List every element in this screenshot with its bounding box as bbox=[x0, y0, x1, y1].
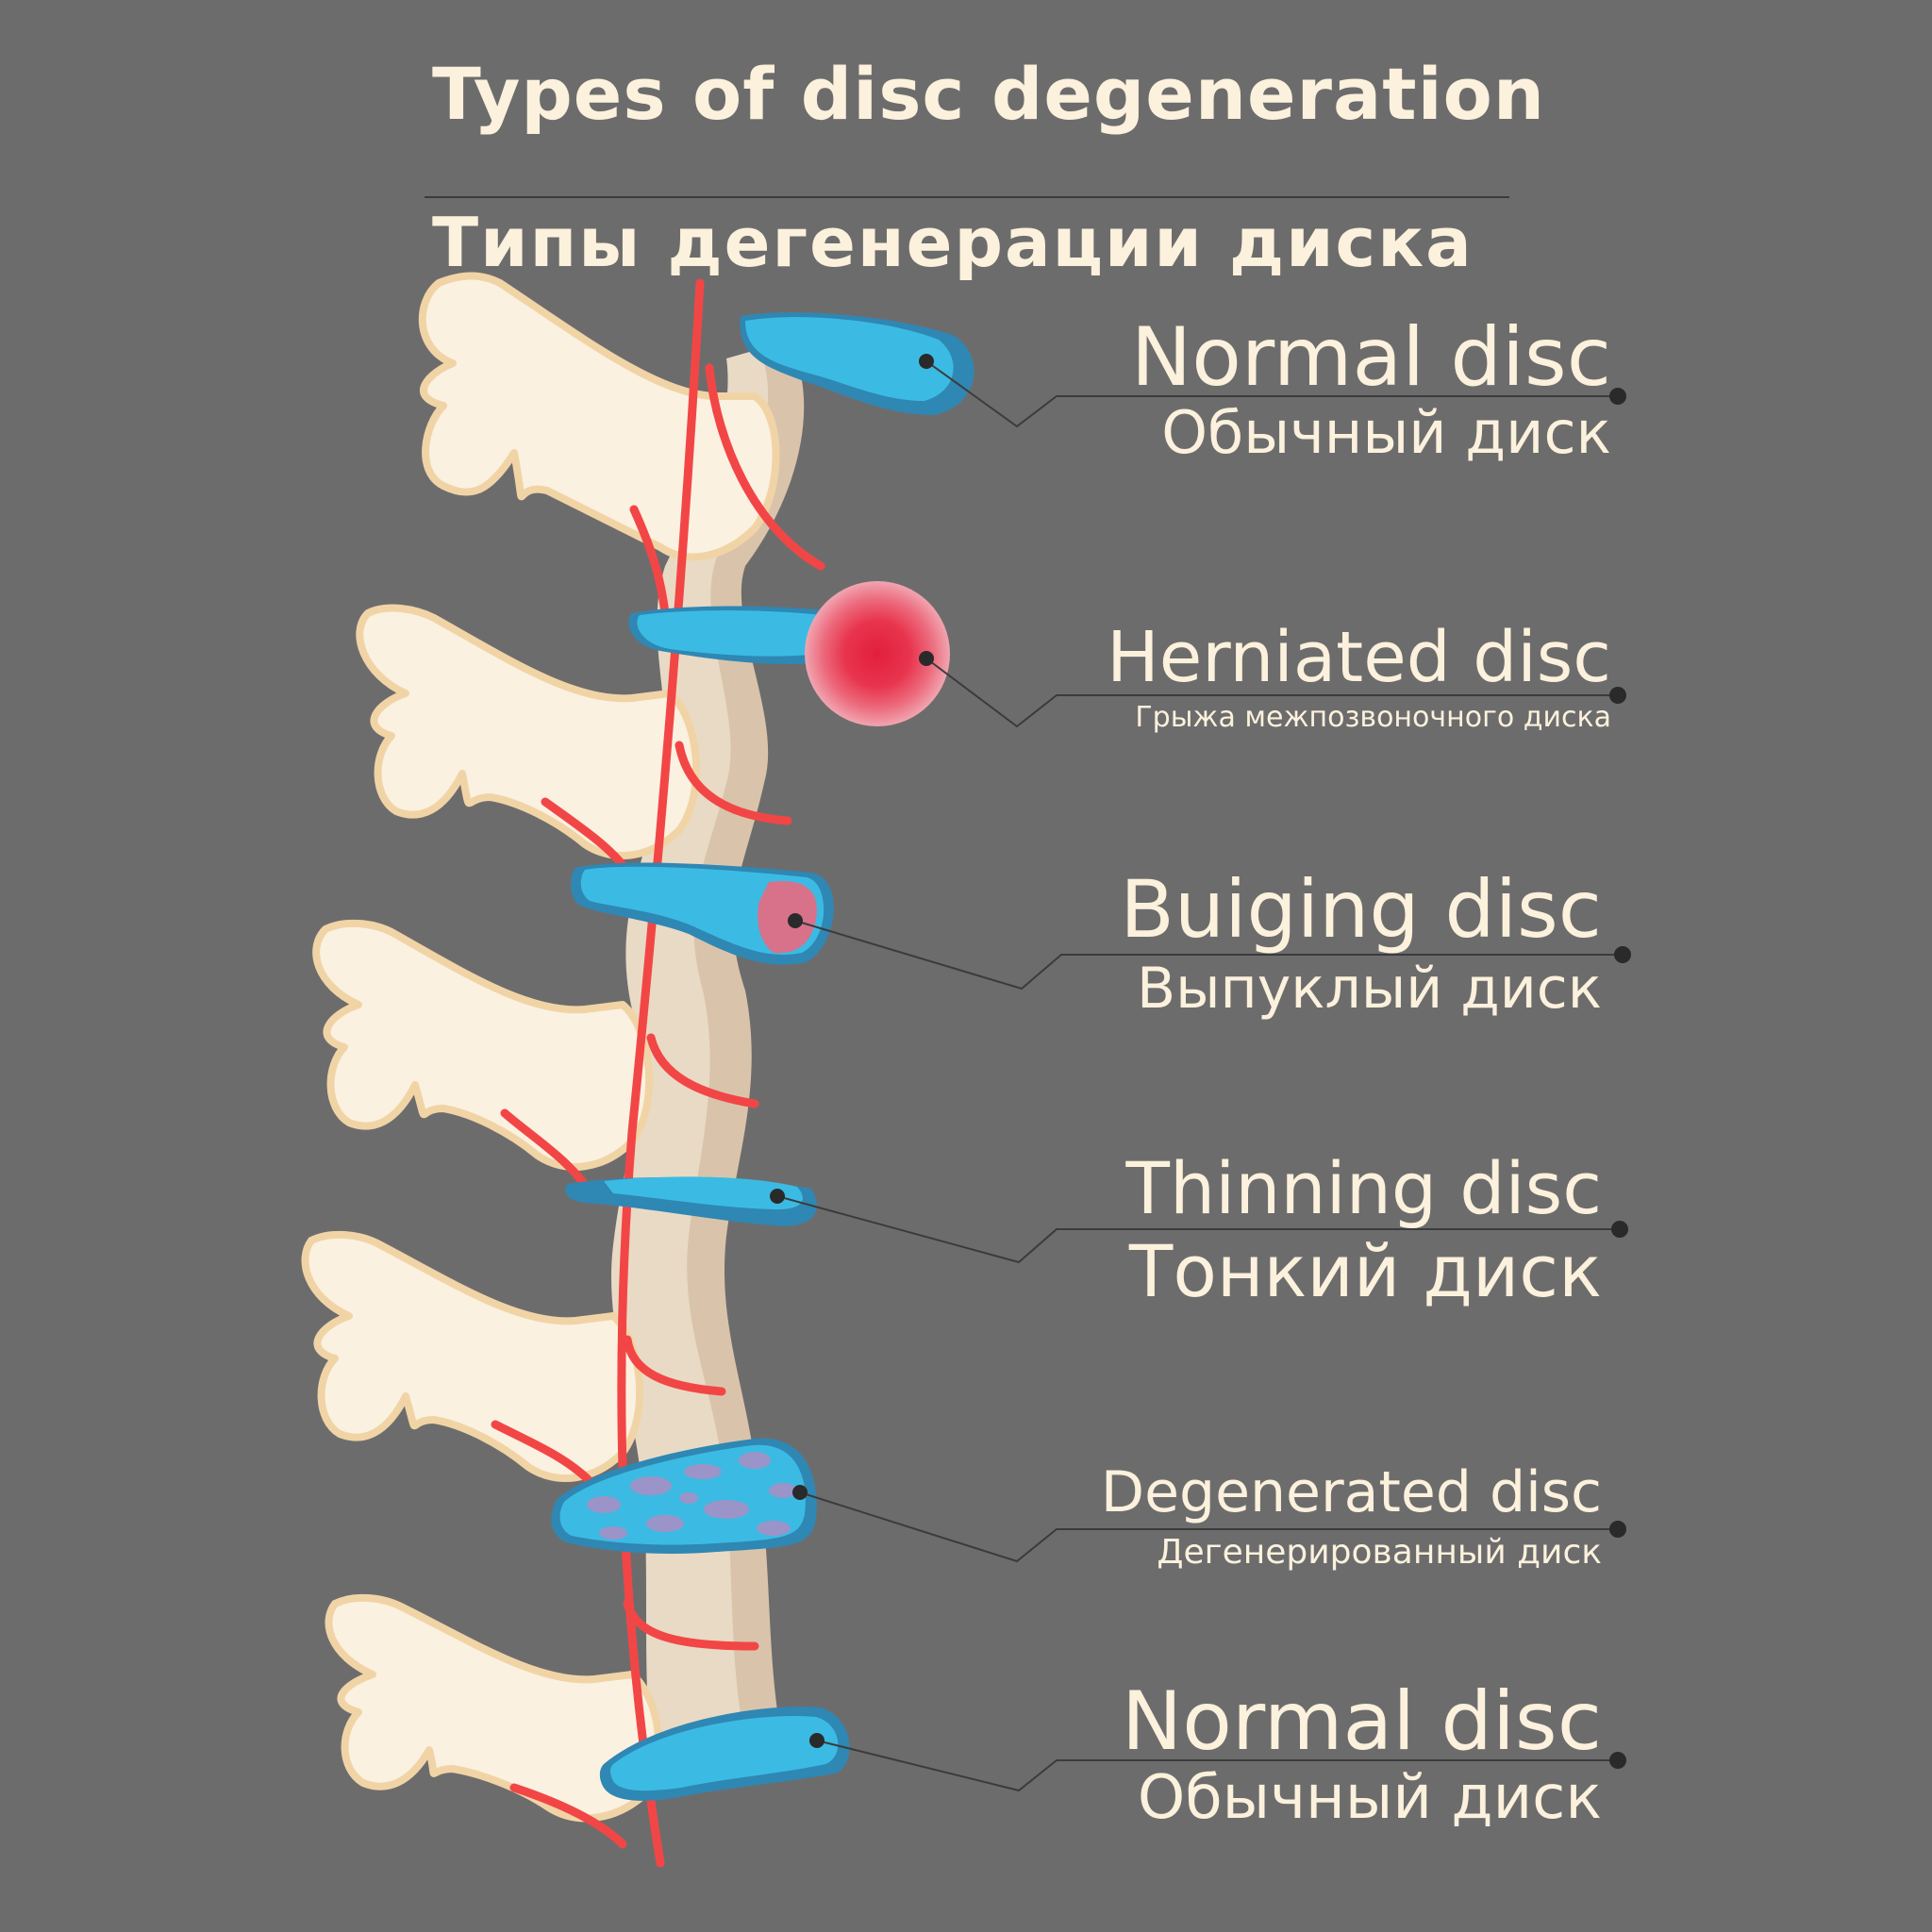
spinous-process-1 bbox=[418, 272, 780, 561]
label-herniated-en: Herniated disc bbox=[1107, 617, 1611, 698]
nerve-branch-3 bbox=[646, 1033, 759, 1108]
label-degenerated-en: Degenerated disc bbox=[1100, 1459, 1602, 1525]
degeneration-spot bbox=[739, 1452, 771, 1469]
nerve-branch-5 bbox=[623, 1599, 759, 1651]
title-english: Types of disc degeneration bbox=[432, 52, 1545, 136]
label-normal-bottom-ru: Обычный диск bbox=[1137, 1763, 1602, 1833]
spinous-process-3 bbox=[312, 919, 654, 1171]
leader-lines bbox=[776, 360, 1623, 1792]
degeneration-spots bbox=[587, 1452, 797, 1540]
leader-dots bbox=[770, 354, 1631, 1769]
nerve-branch-4 bbox=[623, 1335, 726, 1396]
leader-dot bbox=[809, 1733, 824, 1748]
label-thinning-en: Thinning disc bbox=[1125, 1146, 1602, 1230]
disc-normal-top-fill bbox=[745, 317, 954, 401]
nerve-branch-left-1 bbox=[629, 505, 670, 618]
leader-herniated bbox=[925, 658, 1618, 728]
label-normal-top-en: Normal disc bbox=[1130, 310, 1611, 405]
disc-degenerated bbox=[551, 1438, 817, 1554]
discs bbox=[551, 312, 974, 1801]
leader-dot bbox=[1609, 388, 1626, 405]
vertebral-body-column bbox=[610, 340, 805, 1755]
leader-dot bbox=[1611, 1221, 1628, 1238]
degeneration-spot bbox=[587, 1496, 621, 1513]
title-russian: Типы дегенерации диска bbox=[432, 203, 1474, 282]
label-degenerated-ru: Дегенерированный диск bbox=[1157, 1533, 1602, 1572]
degeneration-spot bbox=[769, 1483, 797, 1498]
degeneration-spot bbox=[684, 1464, 722, 1479]
disc-herniated bbox=[628, 581, 950, 726]
disc-bulging-bulge bbox=[758, 881, 817, 954]
leader-dot bbox=[1609, 1752, 1626, 1769]
nerve-branch-2 bbox=[675, 741, 792, 825]
disc-normal-bottom bbox=[599, 1707, 850, 1801]
spinous-process-2 bbox=[356, 604, 701, 859]
spinous-process-5 bbox=[325, 1593, 663, 1823]
nerve-branch-1 bbox=[705, 363, 825, 571]
leader-dot bbox=[770, 1189, 785, 1204]
degeneration-spot bbox=[704, 1500, 749, 1519]
disc-normal-bottom-fill bbox=[610, 1715, 839, 1791]
degeneration-spot bbox=[757, 1521, 791, 1536]
label-degenerated: Degenerated disc Дегенерированный диск bbox=[1036, 1464, 1602, 1570]
degeneration-spot bbox=[599, 1526, 627, 1540]
label-bulging-ru: Выпуклый диск bbox=[1136, 956, 1602, 1022]
leader-dot bbox=[1614, 946, 1631, 963]
nerves bbox=[491, 278, 825, 1868]
leader-dot bbox=[788, 913, 803, 928]
leader-normal-top bbox=[925, 360, 1618, 428]
degeneration-spot bbox=[646, 1515, 684, 1532]
disc-thinning-fill bbox=[604, 1176, 803, 1210]
label-thinning-ru: Тонкий диск bbox=[1128, 1229, 1602, 1313]
degeneration-spot bbox=[630, 1476, 672, 1495]
leader-dot bbox=[1609, 1521, 1626, 1538]
label-normal-top-ru: Обычный диск bbox=[1161, 398, 1611, 467]
disc-bulging bbox=[571, 862, 834, 965]
disc-normal-top bbox=[740, 312, 974, 415]
nerve-branch-left-5 bbox=[509, 1783, 627, 1849]
label-normal-bottom: Normal disc Обычный диск bbox=[1036, 1681, 1602, 1828]
spinous-processes bbox=[301, 272, 780, 1823]
leader-bulging bbox=[794, 920, 1623, 991]
label-normal-top: Normal disc Обычный диск bbox=[1045, 317, 1611, 462]
nerve-branch-left-4 bbox=[491, 1420, 594, 1486]
leader-dot bbox=[1609, 687, 1626, 704]
label-bulging: Buiging disc Выпуклый диск bbox=[1036, 870, 1602, 1017]
herniation-bulge bbox=[805, 581, 950, 726]
spinous-process-4 bbox=[301, 1230, 644, 1482]
label-normal-bottom-en: Normal disc bbox=[1121, 1674, 1602, 1769]
leader-dot bbox=[919, 354, 934, 369]
disc-herniated-fill bbox=[637, 610, 844, 657]
label-herniated-ru: Грыжа межпозвоночного диска bbox=[1135, 701, 1611, 734]
label-thinning: Thinning disc Тонкий диск bbox=[1036, 1153, 1602, 1307]
leader-dot bbox=[792, 1485, 808, 1500]
title-divider bbox=[425, 196, 1509, 198]
label-herniated: Herniated disc Грыжа межпозвоночного дис… bbox=[1045, 623, 1611, 732]
leader-degenerated bbox=[799, 1491, 1618, 1563]
degeneration-spot bbox=[679, 1492, 698, 1504]
label-bulging-en: Buiging disc bbox=[1120, 863, 1602, 956]
disc-thinning bbox=[565, 1176, 817, 1226]
vertebral-body bbox=[610, 349, 769, 1745]
leader-normal-bottom bbox=[816, 1740, 1618, 1792]
leader-thinning bbox=[776, 1195, 1620, 1264]
leader-dot bbox=[919, 651, 934, 666]
